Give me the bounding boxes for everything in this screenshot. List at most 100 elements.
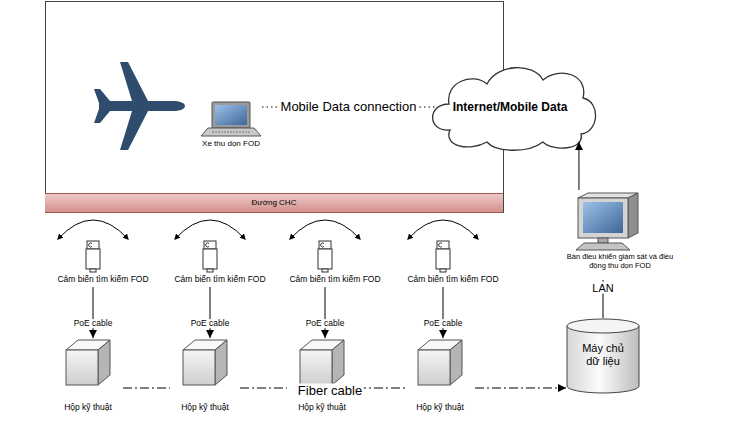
node-label: Xe thu dọn FOD <box>196 139 266 149</box>
box-node: Hộp kỹ thuật <box>405 338 475 416</box>
node-text-box: Hộp kỹ thuật <box>53 402 123 412</box>
laptop-lid <box>212 102 250 128</box>
sensor-body <box>86 249 100 269</box>
edge-label: PoE cable <box>72 319 115 329</box>
sensor-node: Cảm biến tìm kiếm FOD <box>48 215 158 287</box>
sensor-head <box>319 241 331 249</box>
edge-label: PoE cable <box>189 319 232 329</box>
rotation-arrow <box>58 220 128 239</box>
monitor-neck <box>598 238 608 243</box>
connector <box>123 387 170 388</box>
edge-label: PoE cable <box>304 319 347 329</box>
edge-label: Mobile Data connection <box>279 100 419 115</box>
sensor-node: Cảm biến tìm kiếm FOD <box>280 215 390 287</box>
laptop-keys <box>212 132 250 133</box>
box-front <box>300 350 332 385</box>
node-text-box: Hộp kỹ thuật <box>405 402 475 412</box>
laptop-node: Xe thu dọn FOD <box>200 98 262 152</box>
connector <box>93 287 94 338</box>
node-text-box: Cảm biến tìm kiếm FOD <box>165 274 275 284</box>
node-text-box: Cảm biến tìm kiếm FOD <box>398 274 508 284</box>
sensor-body <box>318 249 332 269</box>
connector <box>357 387 405 388</box>
cloud-node: Internet/Mobile Data <box>425 58 597 150</box>
box-side <box>450 340 462 385</box>
rotation-arrow <box>408 220 478 239</box>
box-side <box>332 340 344 385</box>
airplane-icon <box>94 62 185 150</box>
sensor-node: Cảm biến tìm kiếm FOD <box>398 215 508 287</box>
box-front <box>183 350 215 385</box>
laptop-base <box>201 128 261 136</box>
sensor-lens <box>439 243 442 247</box>
box-side <box>215 340 227 385</box>
sensor-body <box>203 249 217 269</box>
node-label: Cảm biến tìm kiếm FOD <box>398 274 508 284</box>
node-text-box: Hộp kỹ thuật <box>170 402 240 412</box>
sensor-mount <box>90 269 96 272</box>
apron-frame <box>46 2 504 213</box>
monitor-node: Bàn điều khiển giám sát và điều động thu… <box>548 190 692 280</box>
monitor-front <box>578 198 628 238</box>
database-body <box>567 326 639 393</box>
rotation-arrow <box>175 220 245 239</box>
monitor-base <box>576 243 630 250</box>
connector <box>210 287 211 338</box>
node-text-box: Đường CHC <box>45 198 503 208</box>
node-label: Hộp kỹ thuật <box>170 402 240 412</box>
connector <box>262 107 435 108</box>
rotation-arrow <box>290 220 360 239</box>
node-text-box: Hộp kỹ thuật <box>287 402 357 412</box>
laptop-screen <box>215 105 247 125</box>
node-label: Bàn điều khiển giám sát và điều động thu… <box>562 252 678 270</box>
node-text-box: Xe thu dọn FOD <box>196 139 266 149</box>
connector <box>325 287 326 338</box>
connector <box>578 142 579 190</box>
connector <box>443 287 444 338</box>
sensor-head <box>204 241 216 249</box>
node-label: Internet/Mobile Data <box>445 100 575 114</box>
connector <box>475 387 566 388</box>
node-label: Cảm biến tìm kiếm FOD <box>48 274 158 284</box>
node-text-box: Bàn điều khiển giám sát và điều động thu… <box>562 252 678 270</box>
db-node: Máy chủ dữ liệu <box>566 318 640 396</box>
box-front <box>418 350 450 385</box>
sensor-mount <box>440 269 446 272</box>
box-front <box>66 350 98 385</box>
edge-label: LAN <box>590 281 615 294</box>
box-node: Hộp kỹ thuật <box>287 338 357 416</box>
database-top <box>567 319 639 333</box>
sensor-head <box>437 241 449 249</box>
node-label: Hộp kỹ thuật <box>53 402 123 412</box>
sensor-mount <box>322 269 328 272</box>
node-label: Đường CHC <box>45 198 503 208</box>
connector <box>603 280 604 318</box>
node-label: Hộp kỹ thuật <box>405 402 475 412</box>
edge-label: PoE cable <box>422 319 465 329</box>
node-text-box: Internet/Mobile Data <box>445 100 575 114</box>
sensor-node: Cảm biến tìm kiếm FOD <box>165 215 275 287</box>
box-node: Hộp kỹ thuật <box>170 338 240 416</box>
node-text-box: Cảm biến tìm kiếm FOD <box>280 274 390 284</box>
edge-label: Fiber cable <box>296 384 364 399</box>
monitor-side <box>628 193 638 238</box>
sensor-mount <box>207 269 213 272</box>
node-label: Máy chủ dữ liệu <box>576 342 630 368</box>
sensor-head <box>87 241 99 249</box>
node-text-box: Máy chủ dữ liệu <box>576 342 630 368</box>
box-node: Hộp kỹ thuật <box>53 338 123 416</box>
node-label: Cảm biến tìm kiếm FOD <box>280 274 390 284</box>
node-label: Cảm biến tìm kiếm FOD <box>165 274 275 284</box>
sensor-lens <box>321 243 324 247</box>
band-node: Đường CHC <box>45 193 503 213</box>
cloud-shape <box>433 68 596 151</box>
sensor-lens <box>89 243 92 247</box>
connector <box>240 387 287 388</box>
monitor-screen <box>583 202 623 233</box>
node-label: Hộp kỹ thuật <box>287 402 357 412</box>
sensor-lens <box>206 243 209 247</box>
node-text-box: Cảm biến tìm kiếm FOD <box>48 274 158 284</box>
sensor-body <box>436 249 450 269</box>
